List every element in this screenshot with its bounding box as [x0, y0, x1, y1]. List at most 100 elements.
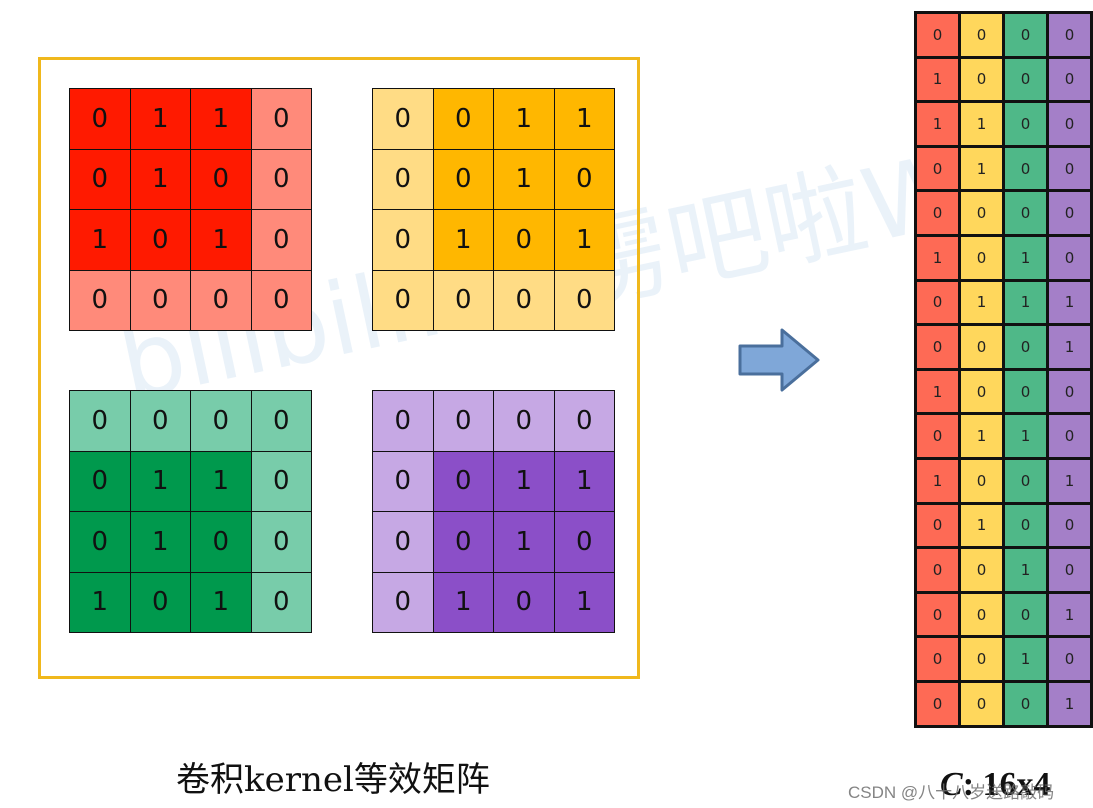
result-cell: 0 — [1049, 236, 1093, 282]
result-cell: 0 — [1049, 549, 1093, 594]
result-cell: 0 — [961, 682, 1005, 728]
figure-caption: 卷积kernel等效矩阵 — [176, 760, 490, 800]
result-cell: 1 — [917, 236, 961, 282]
kernel-cell: 0 — [373, 512, 434, 573]
result-cell: 0 — [961, 459, 1005, 505]
result-cell: 0 — [1049, 504, 1093, 550]
kernel-cell: 0 — [70, 451, 131, 512]
kernel-cell: 0 — [373, 210, 434, 271]
kernel-cell: 0 — [433, 391, 494, 452]
kernel-cell: 0 — [373, 89, 434, 150]
kernel-cell: 0 — [433, 451, 494, 512]
result-cell: 0 — [961, 14, 1005, 59]
kernel-cell: 0 — [191, 512, 252, 573]
kernel-cell: 0 — [373, 572, 434, 633]
result-cell: 1 — [1049, 593, 1093, 639]
kernel-cell: 0 — [70, 391, 131, 452]
kernel-cell: 0 — [70, 512, 131, 573]
kernel-cell: 0 — [251, 391, 312, 452]
kernel-cell: 1 — [494, 149, 555, 210]
kernels-frame — [38, 57, 640, 679]
csdn-watermark: CSDN @八十八岁送路敲码 — [848, 783, 1055, 802]
kernel-cell: 1 — [191, 89, 252, 150]
result-cell: 1 — [1049, 682, 1093, 728]
kernel-cell: 1 — [191, 210, 252, 271]
result-cell: 0 — [917, 415, 961, 460]
result-cell: 0 — [917, 14, 961, 59]
result-cell: 0 — [961, 638, 1005, 683]
kernel-cell: 0 — [494, 270, 555, 331]
result-cell: 0 — [1049, 58, 1093, 104]
result-cell: 0 — [1005, 58, 1049, 104]
kernel-cell: 1 — [130, 512, 191, 573]
kernel-cell: 1 — [494, 451, 555, 512]
result-cell: 0 — [917, 281, 961, 327]
result-cell: 0 — [917, 549, 961, 594]
result-cell: 0 — [1005, 192, 1049, 237]
result-cell: 1 — [1005, 281, 1049, 327]
result-cell: 0 — [917, 638, 961, 683]
kernel-cell: 0 — [251, 512, 312, 573]
kernel-cell: 0 — [373, 149, 434, 210]
kernel-cell: 1 — [494, 89, 555, 150]
kernel-cell: 0 — [251, 451, 312, 512]
kernel-cell: 0 — [191, 391, 252, 452]
result-cell: 0 — [917, 682, 961, 728]
kernel-cell: 0 — [433, 89, 494, 150]
result-cell: 1 — [1005, 549, 1049, 594]
kernel-cell: 1 — [433, 572, 494, 633]
kernel-cell: 0 — [251, 270, 312, 331]
result-cell: 0 — [1005, 14, 1049, 59]
kernel-cell: 0 — [130, 270, 191, 331]
result-cell: 0 — [961, 236, 1005, 282]
result-cell: 0 — [1005, 682, 1049, 728]
kernel-cell: 1 — [130, 451, 191, 512]
result-dimension-label: C: 16x4 — [940, 766, 1051, 804]
result-cell: 1 — [961, 103, 1005, 148]
result-cell: 0 — [1049, 370, 1093, 416]
result-cell: 1 — [917, 58, 961, 104]
result-cell: 0 — [961, 326, 1005, 371]
kernel-cell: 0 — [554, 270, 615, 331]
kernel-cell: 1 — [433, 210, 494, 271]
kernel-cell: 0 — [130, 391, 191, 452]
matrix-name: C — [940, 766, 963, 803]
result-cell: 1 — [961, 415, 1005, 460]
result-cell: 0 — [961, 192, 1005, 237]
kernel-cell: 0 — [70, 149, 131, 210]
result-cell: 0 — [1049, 192, 1093, 237]
kernel-cell: 1 — [130, 89, 191, 150]
kernel-cell: 0 — [373, 270, 434, 331]
result-cell: 0 — [1005, 370, 1049, 416]
result-cell: 0 — [1049, 14, 1093, 59]
kernel-cell: 0 — [70, 89, 131, 150]
result-cell: 0 — [917, 504, 961, 550]
result-cell: 0 — [917, 593, 961, 639]
kernel-cell: 1 — [130, 149, 191, 210]
result-cell: 1 — [961, 504, 1005, 550]
result-cell: 1 — [917, 103, 961, 148]
result-cell: 0 — [1005, 459, 1049, 505]
result-cell: 0 — [1049, 147, 1093, 193]
result-cell: 1 — [1005, 415, 1049, 460]
result-cell: 0 — [917, 147, 961, 193]
result-cell: 1 — [961, 281, 1005, 327]
result-cell: 0 — [917, 192, 961, 237]
kernel-cell: 0 — [494, 210, 555, 271]
kernel-cell: 0 — [433, 149, 494, 210]
kernel-cell: 0 — [251, 572, 312, 633]
result-cell: 0 — [961, 370, 1005, 416]
kernel-cell: 0 — [251, 89, 312, 150]
result-cell: 1 — [917, 370, 961, 416]
kernel-cell: 0 — [70, 270, 131, 331]
kernel-cell: 0 — [433, 512, 494, 573]
result-cell: 0 — [1005, 593, 1049, 639]
result-cell: 0 — [961, 549, 1005, 594]
result-cell: 0 — [1049, 415, 1093, 460]
kernel-cell: 0 — [554, 391, 615, 452]
